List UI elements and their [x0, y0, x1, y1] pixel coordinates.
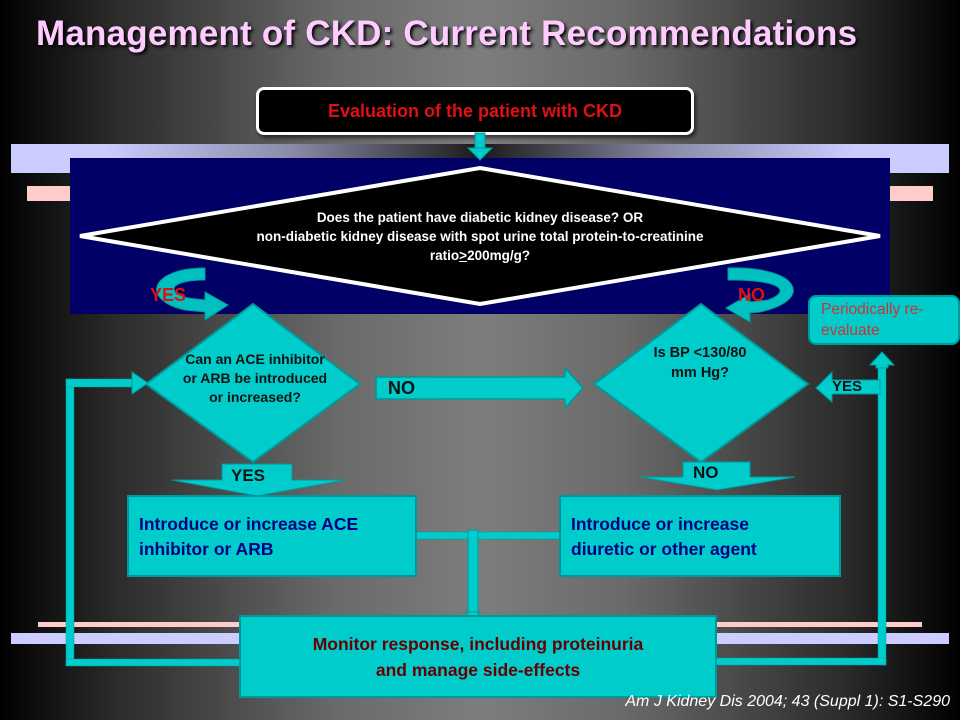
label-no-bp: NO	[693, 463, 719, 482]
question-line-3: or increased?	[209, 389, 301, 405]
label-yes-diabetic: YES	[150, 285, 187, 305]
decision-ckd-type-question: Does the patient have diabetic kidney di…	[200, 208, 760, 265]
reevaluate-box: Periodically re- evaluate	[808, 295, 960, 345]
arrow-yes-down	[171, 463, 346, 497]
ratio-prefix: ratio	[429, 248, 460, 263]
action-line-1: Introduce or increase	[571, 514, 749, 534]
ratio-suffix: 200mg/g?	[467, 248, 531, 263]
feedback-loop-right	[714, 351, 896, 666]
question-line-2: or ARB be introduced	[182, 370, 328, 386]
arrow-no-down	[639, 461, 796, 491]
start-box-evaluation: Evaluation of the patient with CKD	[256, 87, 694, 135]
slide-title: Management of CKD: Current Recommendatio…	[36, 14, 858, 53]
question-line-2: non-diabetic kidney disease with spot ur…	[256, 229, 704, 244]
decision-diamond-ckd-type	[79, 165, 881, 307]
curved-arrow-yes	[156, 267, 229, 321]
action-line-1: Introduce or increase ACE	[139, 514, 359, 534]
monitor-line-1: Monitor response, including proteinuria	[312, 634, 644, 654]
label-no-ace-arb: NO	[388, 378, 415, 398]
question-line-1: Is BP <130/80	[653, 345, 747, 361]
decision-diamond-bp	[592, 302, 810, 464]
action-box-ace-arb: Introduce or increase ACE inhibitor or A…	[127, 495, 417, 577]
arrow-down-monitor	[465, 529, 481, 623]
reevaluate-line-1: Periodically re-	[821, 301, 924, 318]
monitor-line-2: and manage side-effects	[375, 660, 581, 680]
decision-bp-question: Is BP <130/80 mm Hg?	[610, 343, 790, 383]
decorative-stripe-right	[889, 186, 933, 201]
action-box-diuretic: Introduce or increase diuretic or other …	[559, 495, 841, 577]
label-yes-bp: YES	[832, 378, 863, 395]
connector-actions	[414, 531, 562, 540]
decision-diamond-ace-arb	[144, 302, 362, 464]
decorative-stripe-left	[27, 186, 71, 201]
monitor-text: Monitor response, including proteinuria …	[239, 631, 717, 683]
label-no-diabetic: NO	[738, 285, 765, 305]
ratio-symbol: >	[459, 248, 468, 263]
arrow-down-start	[466, 132, 494, 161]
monitor-box	[239, 615, 717, 698]
citation: Am J Kidney Dis 2004; 43 (Suppl 1): S1-S…	[625, 693, 950, 710]
label-yes-ace-arb: YES	[231, 466, 266, 485]
arrow-no-to-bp	[375, 366, 585, 410]
question-line-1: Does the patient have diabetic kidney di…	[316, 210, 644, 225]
decision-ace-arb-question: Can an ACE inhibitor or ARB be introduce…	[160, 350, 350, 407]
action-line-2: inhibitor or ARB	[139, 539, 274, 559]
action-line-2: diuretic or other agent	[571, 539, 757, 559]
question-line-1: Can an ACE inhibitor	[185, 351, 325, 367]
curved-arrow-no	[725, 267, 794, 323]
question-line-3: ratio>200mg/g?	[200, 246, 760, 265]
reevaluate-line-2: evaluate	[821, 322, 880, 339]
question-line-2: mm Hg?	[671, 365, 729, 381]
